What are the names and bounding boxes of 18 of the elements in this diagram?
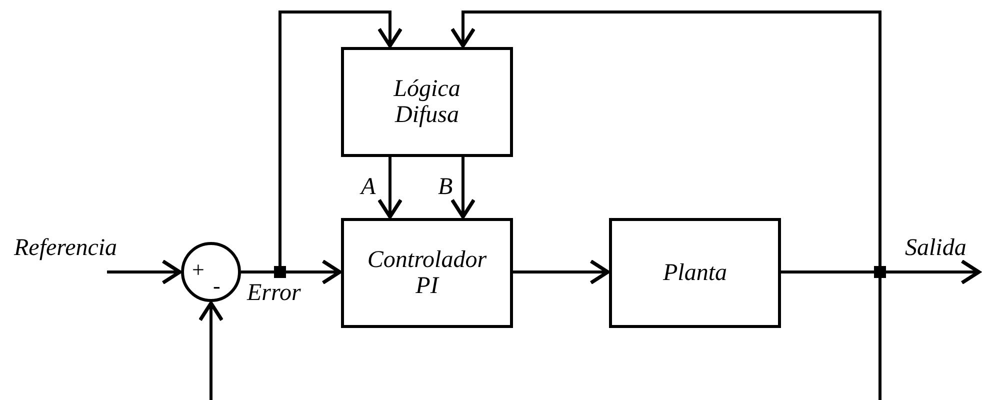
block-label: Lógica Difusa — [392, 76, 462, 128]
process-box — [341, 218, 513, 328]
sign-label: + — [192, 259, 204, 281]
edge-label: Salida — [905, 236, 966, 260]
edge-label: B — [438, 175, 453, 199]
process-box — [609, 218, 781, 328]
edge-label: Referencia — [14, 236, 118, 260]
edge-label: A — [361, 175, 376, 199]
block-label: Controlador PI — [366, 246, 488, 300]
arrow — [377, 157, 403, 219]
arrow — [450, 157, 476, 219]
process-box — [341, 47, 513, 157]
sign-label: - — [213, 275, 220, 297]
arrow — [513, 259, 610, 285]
block-label: Planta — [662, 260, 728, 286]
edge-label: Error — [247, 281, 301, 305]
arrow — [107, 259, 182, 285]
arrow — [198, 301, 224, 400]
